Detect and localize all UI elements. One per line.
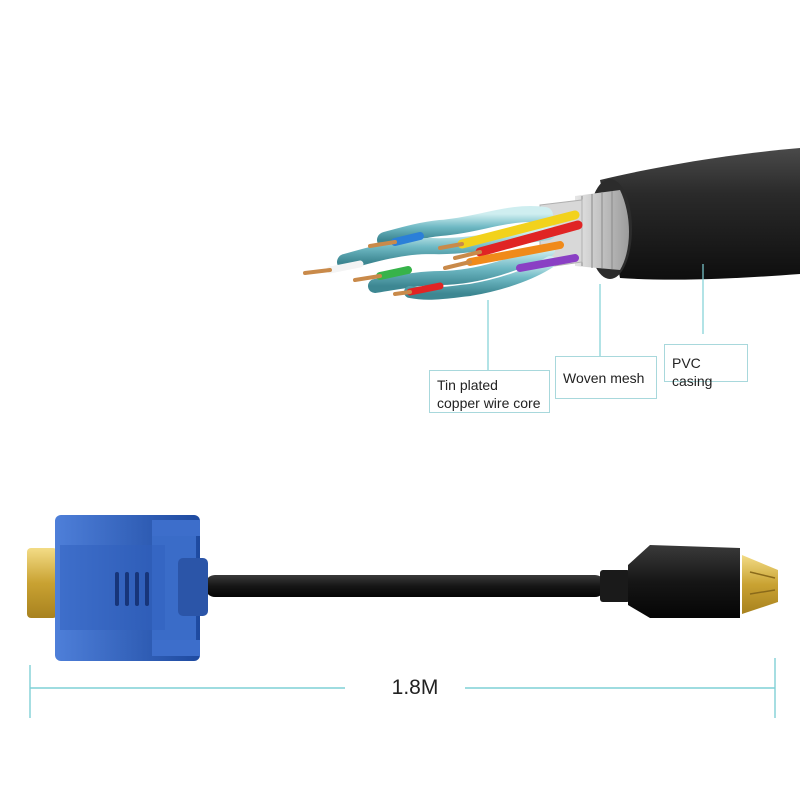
callout-woven-mesh: Woven mesh bbox=[555, 356, 657, 399]
cable-wire bbox=[205, 575, 605, 597]
cable-length-label: 1.8M bbox=[391, 676, 439, 699]
vga-connector bbox=[27, 515, 208, 661]
callout-pointer-lines bbox=[487, 264, 704, 370]
dimension-line bbox=[29, 658, 776, 718]
twisted-pairs bbox=[337, 206, 556, 300]
hdmi-connector bbox=[600, 545, 778, 618]
wire-core-label: Tin plated copper wire core bbox=[437, 377, 541, 411]
pvc-casing-label: PVC casing bbox=[672, 355, 713, 389]
callout-pvc-casing: PVC casing bbox=[664, 344, 748, 389]
woven-mesh-label: Woven mesh bbox=[563, 370, 645, 386]
callout-wire-core: Tin plated copper wire core bbox=[429, 370, 550, 413]
copper-wire-tips bbox=[303, 240, 482, 296]
colored-wires bbox=[326, 210, 583, 296]
woven-mesh-shape bbox=[575, 190, 629, 270]
